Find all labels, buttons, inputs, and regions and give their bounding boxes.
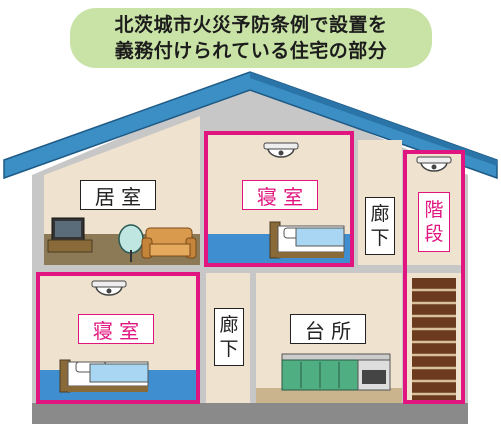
foundation — [32, 403, 468, 424]
staircase-icon — [412, 278, 456, 400]
title-banner: 北茨城市火災予防条例で設置を 義務付けられている住宅の部分 — [70, 8, 432, 68]
label-kitchen: 台 所 — [290, 314, 366, 344]
label-bedroom-lower: 寝 室 — [78, 314, 154, 344]
label-hallway-lower: 廊 下 — [214, 308, 244, 366]
label-hallway-lower-char-2: 下 — [219, 338, 239, 360]
smoke-detector-icon — [263, 142, 299, 158]
bed-icon — [59, 359, 149, 393]
roof-ridge-shade — [250, 72, 497, 166]
label-hallway-upper-char-2: 下 — [370, 227, 390, 249]
bed-icon — [269, 221, 345, 259]
label-stairs-char-1: 階 — [424, 199, 444, 221]
smoke-detector-icon — [416, 156, 452, 172]
highlight-bedroom-upper — [204, 131, 354, 267]
tv-icon — [47, 217, 93, 253]
label-hallway-upper-char-1: 廊 — [370, 203, 390, 225]
label-hallway-lower-char-1: 廊 — [219, 314, 239, 336]
kitchen-counter-icon — [281, 353, 391, 391]
kitchen-floor — [256, 388, 402, 403]
label-hallway-upper: 廊 下 — [365, 197, 395, 255]
label-bedroom-upper: 寝 室 — [242, 180, 318, 210]
smoke-detector-icon — [91, 280, 127, 296]
sofa-icon — [141, 227, 197, 259]
highlight-stairs — [403, 150, 465, 404]
highlight-bedroom-lower — [36, 272, 200, 404]
label-living-room: 居 室 — [80, 180, 156, 210]
label-stairs: 階 段 — [418, 192, 450, 252]
label-stairs-char-2: 段 — [424, 223, 444, 245]
title-line-1: 北茨城市火災予防条例で設置を — [114, 14, 388, 36]
title-line-2: 義務付けられている住宅の部分 — [114, 40, 388, 62]
